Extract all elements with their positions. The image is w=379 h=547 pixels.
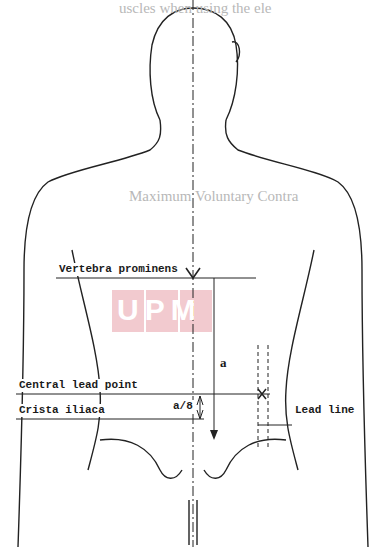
background-text: Maximum Voluntary Contra <box>128 190 299 203</box>
reference-lines <box>16 278 292 448</box>
dimension-label: a/8 <box>172 400 194 413</box>
vertebra-marker <box>186 268 200 278</box>
watermark: UPM <box>116 293 203 327</box>
line-label: Lead line <box>294 404 355 417</box>
landmark-label: Vertebra prominens <box>58 263 179 276</box>
background-text: uscles when using the ele <box>118 2 272 15</box>
body-outline <box>18 8 368 547</box>
watermark-blocks <box>112 290 212 332</box>
arrow-heads <box>197 396 203 419</box>
lead-point-cross <box>258 389 266 399</box>
arrow-head <box>210 430 218 440</box>
midline <box>193 0 194 547</box>
landmark-label: Crista iliaca <box>18 404 106 417</box>
landmark-label: Central lead point <box>18 379 139 392</box>
dimension-label: a <box>219 356 228 369</box>
